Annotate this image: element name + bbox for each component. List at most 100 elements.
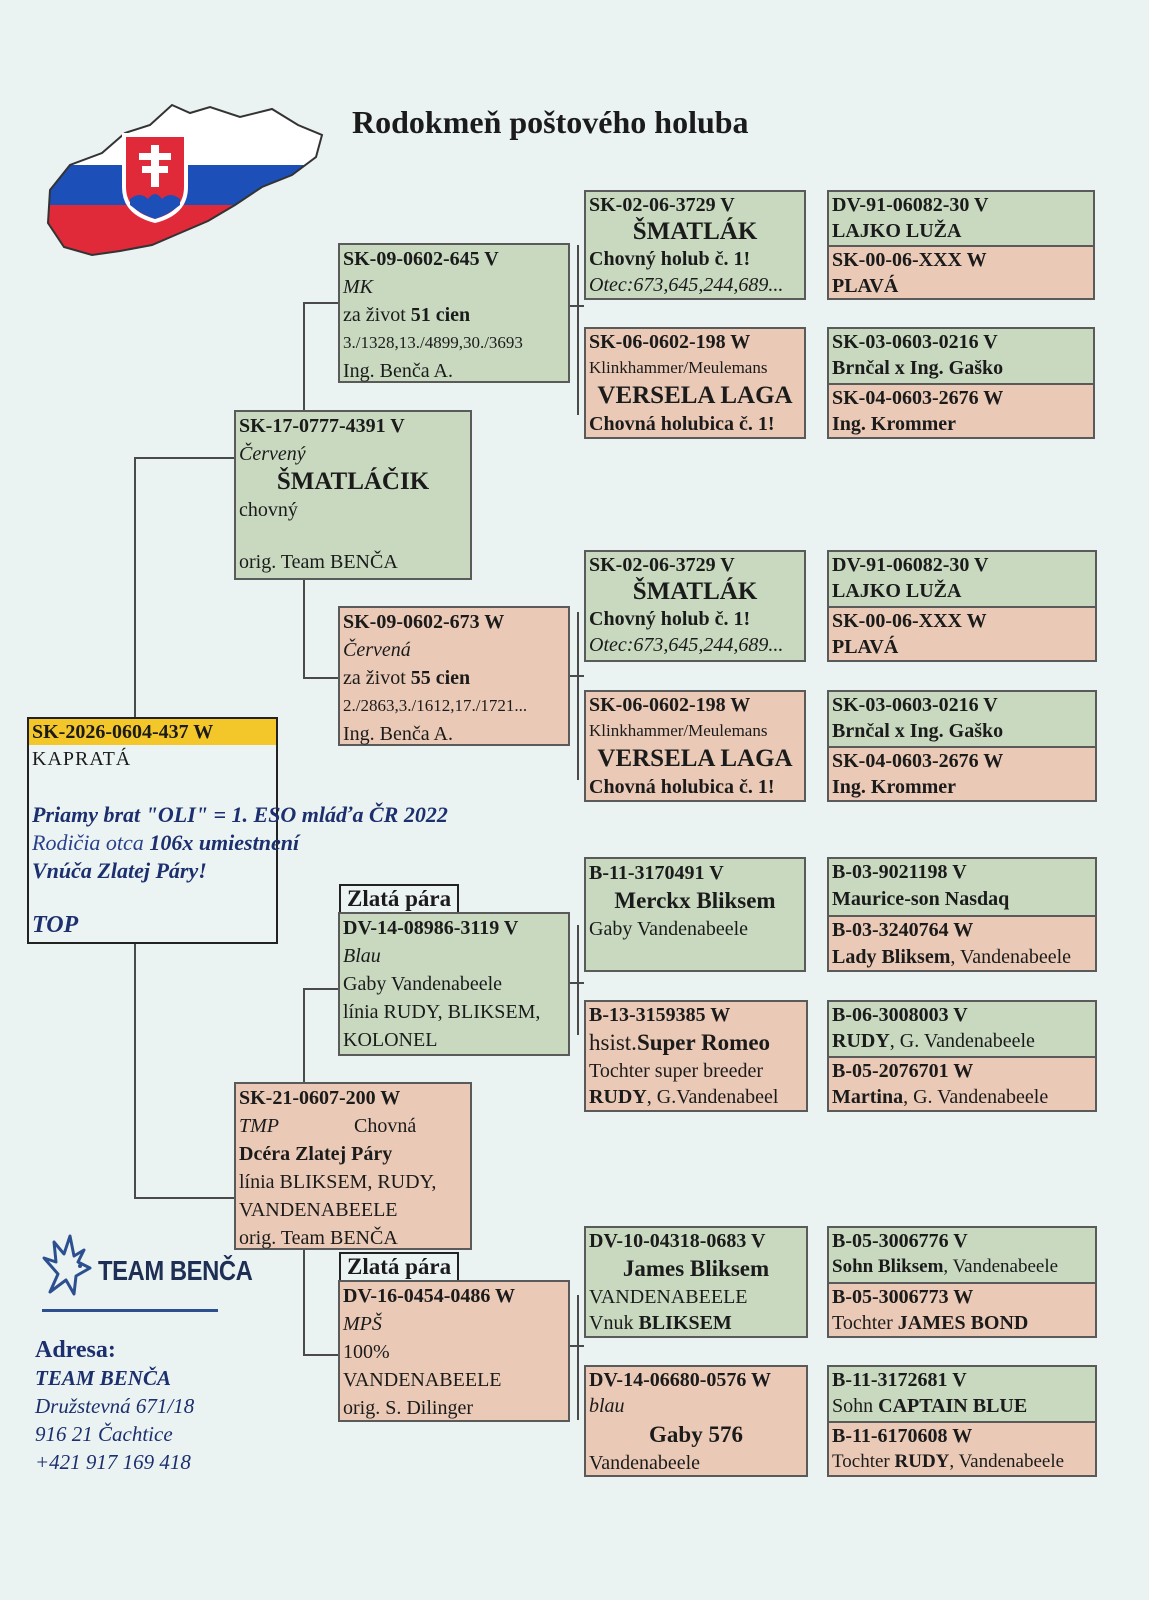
- address-name: TEAM BENČA: [35, 1366, 171, 1390]
- address-phone: +421 917 169 418: [35, 1450, 191, 1474]
- mf-color: Blau: [343, 945, 381, 967]
- father-name: ŠMATLÁČIK: [276, 468, 430, 495]
- mf-box: DV-14-08986-3119 V Blau Gaby Vandenabeel…: [338, 912, 570, 1056]
- mfgp1-name-f-b: , Vandenabeele: [950, 945, 1072, 968]
- address-street: Družstevná 671/18: [35, 1394, 195, 1418]
- address-label: Adresa:: [35, 1337, 116, 1363]
- mfm-desc2-b: , G.Vandenabeel: [646, 1086, 779, 1108]
- main-note-1: Priamy brat "OLI" = 1. ESO mláďa ČR 2022: [32, 802, 448, 827]
- fmm-name: VERSELA LAGA: [597, 745, 793, 772]
- fff-desc: Chovný holub č. 1!: [589, 248, 751, 270]
- ffm-name: VERSELA LAGA: [597, 382, 793, 409]
- mfm-desc2-a: RUDY: [589, 1086, 647, 1108]
- mother-name: Dcéra Zlatej Páry: [239, 1143, 393, 1165]
- fff-ring: SK-02-06-3729 V: [589, 194, 735, 216]
- connector: [577, 245, 579, 415]
- mff-ring: B-11-3170491 V: [589, 862, 724, 884]
- fmf-ring: SK-02-06-3729 V: [589, 554, 735, 576]
- connector: [134, 457, 236, 459]
- mff-name: Merckx Bliksem: [614, 888, 776, 913]
- fmgp1-name-m: LAJKO LUŽA: [832, 580, 962, 602]
- ffgp1-name-f: PLAVÁ: [832, 275, 899, 297]
- fm-results: 2./2863,3./1612,17./1721...: [343, 696, 528, 715]
- mff-box: B-11-3170491 V Merckx Bliksem Gaby Vande…: [584, 857, 806, 972]
- fm-color: Červená: [343, 639, 411, 661]
- fmgp2-name-m: Brnčal x Ing. Gaško: [832, 720, 1004, 742]
- logo-underline: [42, 1309, 218, 1312]
- fm-prize-b: 55 cien: [410, 667, 471, 689]
- ffm-line: Klinkhammer/Meulemans: [589, 358, 768, 377]
- fmgp1-ring-f: SK-00-06-XXX W: [832, 610, 987, 632]
- mfm-desc: Tochter super breeder: [589, 1060, 764, 1082]
- mmgp2-name-m-b: CAPTAIN BLUE: [878, 1395, 1028, 1417]
- connector: [577, 1295, 579, 1420]
- mmm-desc: Vandenabeele: [589, 1452, 701, 1474]
- fmm-ring: SK-06-0602-198 W: [589, 694, 751, 716]
- connector: [303, 302, 339, 304]
- mfgp1-ring-f: B-03-3240764 W: [832, 918, 974, 941]
- address-city: 916 21 Čachtice: [35, 1422, 173, 1446]
- ff-box: SK-09-0602-645 V MK za život 51 cien 3./…: [338, 243, 570, 383]
- fff-box: SK-02-06-3729 V ŠMATLÁK Chovný holub č. …: [584, 190, 806, 300]
- fmgp2-ring-m: SK-03-0603-0216 V: [832, 694, 998, 716]
- fmf-box: SK-02-06-3729 V ŠMATLÁK Chovný holub č. …: [584, 550, 806, 662]
- logo-text: TEAM BENČA: [98, 1255, 253, 1286]
- mother-line2: VANDENABEELE: [239, 1199, 398, 1221]
- mff-desc: Gaby Vandenabeele: [589, 918, 749, 940]
- mmf-desc2-b: BLIKSEM: [638, 1312, 732, 1334]
- main-color: KAPRATÁ: [32, 748, 132, 770]
- connector: [303, 1250, 305, 1356]
- main-note-4: TOP: [32, 912, 79, 938]
- ff-owner: Ing. Benča A.: [343, 360, 453, 382]
- connector: [303, 677, 339, 679]
- fmm-box: SK-06-0602-198 W Klinkhammer/Meulemans V…: [584, 690, 806, 802]
- main-note-3: Vnúča Zlatej Páry!: [32, 858, 207, 883]
- ffgp1-ring-f: SK-00-06-XXX W: [832, 249, 987, 271]
- mmgp1-name-m-b: , Vandenabeele: [943, 1256, 1059, 1277]
- ffm-desc: Chovná holubica č. 1!: [589, 413, 775, 435]
- mmf-ring: DV-10-04318-0683 V: [589, 1230, 766, 1252]
- fmgp1-name-f: PLAVÁ: [832, 636, 899, 658]
- connector: [134, 944, 136, 1198]
- mfgp2-name-m-a: RUDY: [832, 1030, 890, 1052]
- mmgp2-name-m-a: Sohn: [832, 1395, 874, 1417]
- mfgp2-ring-f: B-05-2076701 W: [832, 1060, 974, 1082]
- father-desc: chovný: [239, 499, 298, 521]
- page-title: Rodokmeň poštového holuba: [352, 104, 749, 140]
- mother-color: TMP: [239, 1115, 279, 1137]
- connector: [577, 612, 579, 780]
- main-note-2a: Rodičia otca: [32, 830, 144, 855]
- fmgp2-name-f: Ing. Krommer: [832, 776, 957, 798]
- mother-origin: orig. Team BENČA: [239, 1227, 398, 1249]
- mmm-box: DV-14-06680-0576 W blau Gaby 576 Vandena…: [584, 1365, 808, 1477]
- fm-ring: SK-09-0602-673 W: [343, 611, 505, 633]
- mother-color2: Chovná: [354, 1115, 417, 1137]
- mf-breeder: Gaby Vandenabeele: [343, 973, 503, 995]
- father-ring: SK-17-0777-4391 V: [239, 415, 405, 437]
- mf-line2: KOLONEL: [343, 1029, 438, 1051]
- mmf-desc: VANDENABEELE: [589, 1286, 748, 1308]
- fmf-desc: Chovný holub č. 1!: [589, 608, 751, 630]
- mmgp1-name-m-a: Sohn Bliksem: [832, 1256, 944, 1277]
- mm-origin: orig. S. Dilinger: [343, 1397, 473, 1419]
- mfm-box: B-13-3159385 W hsist.Super Romeo Tochter…: [584, 1000, 808, 1112]
- address-block: Adresa: TEAM BENČA Družstevná 671/18 916…: [35, 1336, 194, 1476]
- ff-prize-b: 51 cien: [410, 304, 471, 326]
- ff-prize-a: za život: [343, 304, 406, 326]
- connector: [577, 925, 579, 1035]
- mfgp1-ring-m: B-03-9021198 V: [832, 861, 967, 883]
- slovakia-map-flag: [46, 103, 324, 257]
- mfgp1-name-f-a: Lady Bliksem: [832, 945, 951, 968]
- ff-ring: SK-09-0602-645 V: [343, 248, 499, 270]
- mmgp2-name-f-a: Tochter: [832, 1451, 890, 1472]
- mmf-box: DV-10-04318-0683 V James Bliksem VANDENA…: [584, 1226, 808, 1338]
- mf-line1: línia RUDY, BLIKSEM,: [343, 1001, 541, 1023]
- connector: [303, 302, 305, 410]
- mfgp2-name-f-b: , G. Vandenabeele: [903, 1086, 1049, 1108]
- main-ring: SK-2026-0604-437 W: [29, 719, 276, 745]
- main-note-2b: 106x umiestnení: [149, 830, 300, 855]
